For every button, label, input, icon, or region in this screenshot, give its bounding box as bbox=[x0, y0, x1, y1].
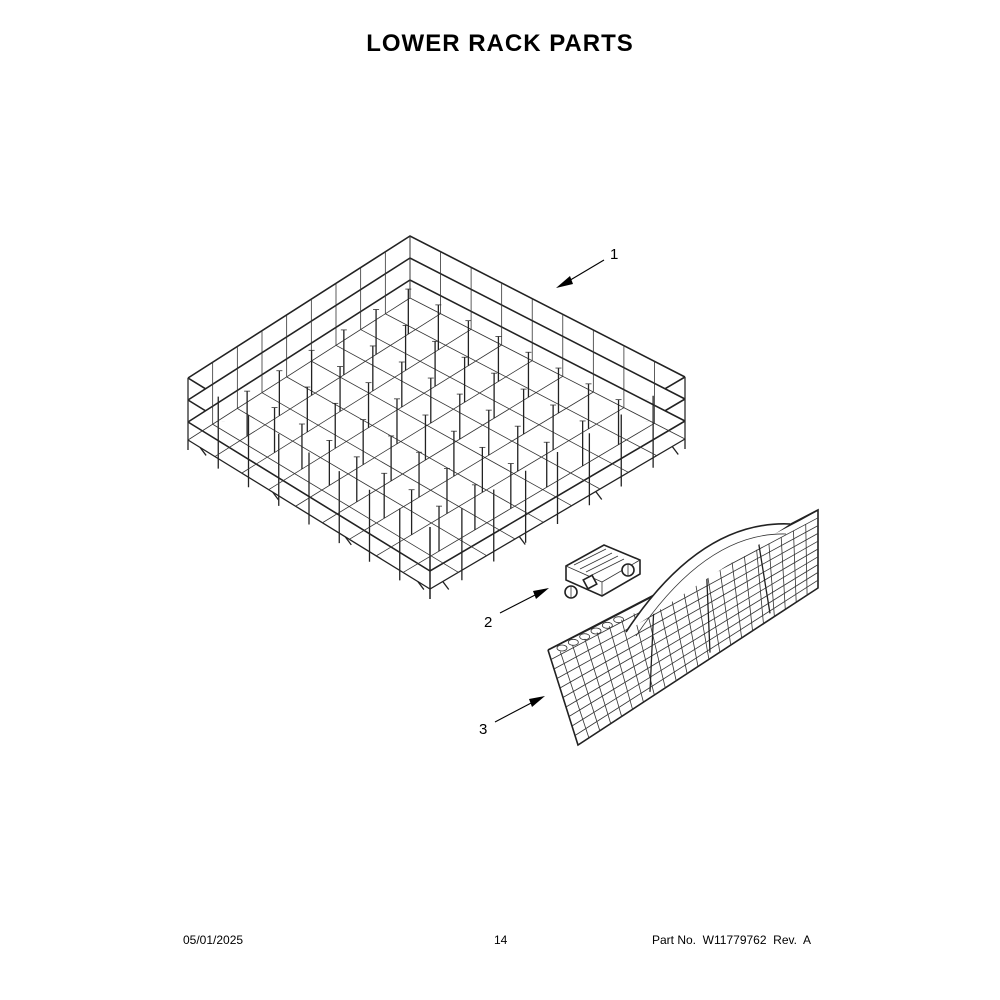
silverware-basket-drawing-icon bbox=[547, 508, 819, 747]
callout-arrow-2 bbox=[499, 588, 549, 614]
callout-label-1: 1 bbox=[610, 246, 619, 263]
lower-rack-drawing-icon bbox=[187, 235, 686, 599]
rack-clip-drawing-icon bbox=[564, 544, 641, 599]
callout-arrow-1 bbox=[556, 259, 605, 288]
callout-arrow-3 bbox=[494, 696, 545, 723]
footer-date: 05/01/2025 bbox=[183, 933, 244, 947]
callout-label-2: 2 bbox=[484, 614, 493, 631]
callout-label-3: 3 bbox=[479, 721, 488, 738]
page-title: LOWER RACK PARTS bbox=[366, 30, 634, 57]
footer-page-number: 14 bbox=[494, 933, 508, 947]
footer-part-number: Part No. W11779762 Rev. A bbox=[652, 933, 811, 947]
